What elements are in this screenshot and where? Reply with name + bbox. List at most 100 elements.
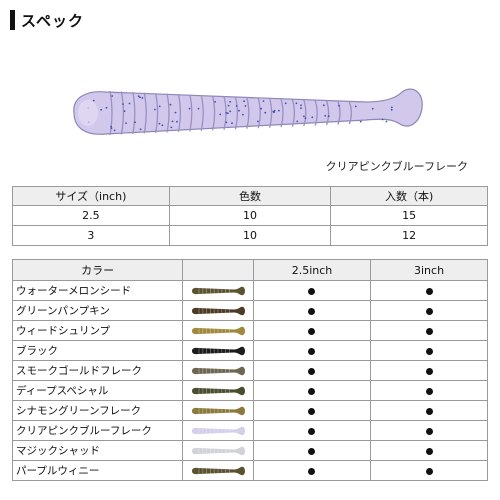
lure-flake [171, 120, 174, 123]
lure-flake [338, 104, 340, 107]
lure-flake [134, 121, 136, 124]
color-swatch-cell [182, 340, 254, 361]
lure-flake [262, 100, 265, 102]
lure-flake [385, 120, 388, 123]
spec-header-row: サイズ（inch) 色数 入数（本) [12, 186, 488, 206]
availability-25inch [252, 280, 372, 301]
availability-dot-icon [425, 347, 433, 355]
lure-flake [176, 120, 178, 123]
lure-flake [359, 120, 362, 123]
lure-flake [300, 107, 302, 109]
lure-flake [139, 128, 142, 131]
lure-flake [125, 122, 127, 124]
table-row: 2.5 10 15 [12, 205, 488, 226]
lure-flake [139, 96, 141, 99]
color-name: マジックシャッド [11, 440, 184, 461]
lure-flake [296, 120, 299, 123]
availability-25inch [252, 360, 372, 381]
availability-dot-icon [308, 467, 316, 475]
availability-dot-icon [425, 327, 433, 335]
availability-dot-icon [308, 307, 316, 315]
lure-flake [141, 97, 144, 99]
color-swatch-cell [182, 440, 254, 461]
color-header-name: カラー [11, 259, 184, 281]
availability-3inch [370, 300, 488, 321]
lure-swatch-body [192, 406, 246, 415]
table-row: シナモングリーンフレーク [11, 400, 488, 421]
color-name: ウィードシュリンプ [11, 320, 184, 341]
section-header: スペック [10, 10, 84, 30]
spec-header-count: 入数（本) [330, 186, 488, 206]
lure-flake [235, 105, 238, 107]
color-swatch-cell [182, 360, 254, 381]
lure-flake [295, 102, 298, 105]
lure-flake [229, 100, 232, 103]
lure-flake [110, 125, 112, 128]
availability-25inch [252, 320, 372, 341]
lure-flake [219, 113, 222, 116]
lure-swatch-body [192, 426, 246, 435]
lure-flake [300, 104, 302, 107]
lure-flake [243, 100, 246, 103]
availability-25inch [252, 380, 372, 401]
table-row: 3 10 12 [12, 225, 488, 246]
spec-table: サイズ（inch) 色数 入数（本) 2.5 10 15 3 10 12 [12, 186, 488, 246]
lure-flake [214, 101, 217, 103]
availability-25inch [252, 440, 372, 461]
lure-rib [200, 95, 204, 131]
lure-flake [260, 107, 262, 110]
lure-flake [244, 105, 247, 107]
table-row: ウィードシュリンプ [11, 320, 488, 341]
lure-swatch-body [192, 326, 246, 335]
lure-flake [257, 120, 259, 123]
lure-swatch-body [192, 306, 246, 315]
availability-25inch [252, 340, 372, 361]
lure-flake [188, 107, 191, 110]
lure-flake [225, 121, 228, 124]
lure-swatch-body [192, 446, 246, 455]
lure-swatch-body [192, 286, 246, 295]
lure-flake [161, 124, 164, 127]
lure-flake [197, 107, 200, 110]
table-row: ディープスペシャル [11, 380, 488, 401]
lure-rib [257, 97, 261, 129]
lure-swatch-icon [192, 326, 246, 335]
lure-rib [132, 91, 136, 135]
lure-flake [169, 103, 172, 106]
color-name: ウォーターメロンシード [11, 280, 184, 301]
page-title: スペック [21, 11, 84, 30]
lure-flake [229, 110, 232, 113]
lure-flake [284, 102, 287, 105]
availability-dot-icon [425, 407, 433, 415]
color-name: ブラック [11, 340, 184, 361]
color-header-row: カラー 2.5inch 3inch [11, 259, 488, 281]
lure-flake [225, 112, 228, 114]
color-header-3inch: 3inch [370, 259, 488, 281]
availability-dot-icon [308, 427, 316, 435]
availability-dot-icon [425, 287, 433, 295]
lure-flake [371, 107, 374, 110]
lure-swatch-body [192, 346, 246, 355]
header-accent-bar [10, 10, 15, 30]
availability-dot-icon [308, 347, 316, 355]
lure-flake [390, 108, 393, 111]
availability-dot-icon [308, 367, 316, 375]
availability-dot-icon [425, 427, 433, 435]
lure-flake [264, 111, 267, 114]
availability-3inch [370, 380, 488, 401]
lure-flake [92, 99, 95, 102]
availability-3inch [370, 320, 488, 341]
lure-flake [303, 115, 305, 118]
availability-3inch [370, 400, 488, 421]
lure-flake [227, 104, 230, 107]
lure-swatch-body [192, 466, 246, 475]
color-swatch-cell [182, 320, 254, 341]
lure-flake [242, 113, 244, 116]
availability-dot-icon [308, 447, 316, 455]
table-row: スモークゴールドフレーク [11, 360, 488, 381]
lure-swatch-icon [192, 386, 246, 395]
table-row: マジックシャッド [11, 440, 488, 461]
availability-25inch [252, 460, 372, 481]
availability-dot-icon [425, 447, 433, 455]
availability-25inch [252, 300, 372, 321]
